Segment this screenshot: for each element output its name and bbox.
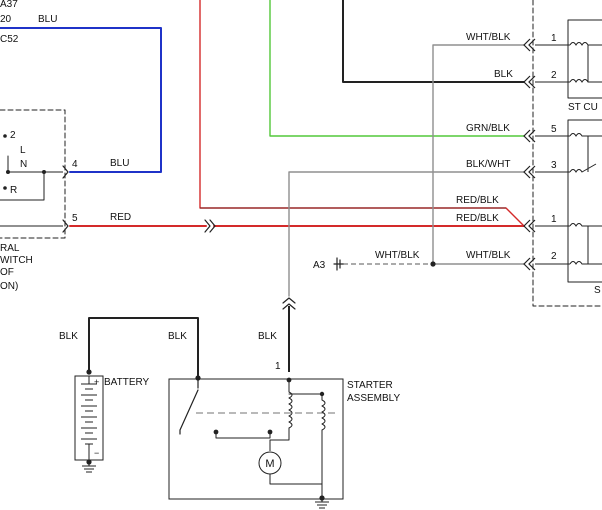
switch-contact-2 [3, 134, 7, 138]
label-switch-l: L [20, 145, 26, 156]
starter-solenoid-dot [267, 429, 273, 435]
connector-pin4 [62, 165, 69, 179]
label-pin2-r: 2 [551, 251, 557, 262]
starter-connector [282, 297, 296, 310]
hold-in-coil [288, 393, 326, 497]
label-battery: BATTERY [104, 377, 150, 388]
battery-blk-wire [88, 317, 199, 377]
connector-pin5 [62, 219, 69, 233]
label-pin2-top: 2 [551, 70, 557, 81]
grn-blk-wire [269, 0, 525, 137]
label-pin1-top: 1 [551, 33, 557, 44]
label-starter-1: STARTER [347, 380, 393, 391]
label-switch-2: 2 [10, 130, 16, 141]
blu-wire [0, 27, 162, 173]
label-grn-blk: GRN/BLK [466, 123, 510, 134]
label-blu-mid: BLU [110, 158, 129, 169]
label-pin4: 4 [72, 159, 78, 170]
blk-wire-pin2 [342, 0, 525, 83]
label-motor: M [265, 458, 274, 470]
label-20: 20 [0, 14, 12, 25]
red-wire-connector [204, 219, 216, 233]
wht-blk-splice [430, 261, 436, 267]
label-blk-battery-right: BLK [168, 331, 187, 342]
st-cut-relay-box [567, 19, 602, 99]
label-c52: C52 [0, 34, 19, 45]
relay-pin-stubs [535, 44, 570, 265]
motor-lead-bottom [269, 473, 323, 485]
label-wht-blk-1: WHT/BLK [466, 32, 511, 43]
switch-contact-r [3, 186, 7, 190]
label-red: RED [110, 212, 131, 223]
label-red-blk-1: RED/BLK [456, 195, 499, 206]
label-pin1-starter: 1 [275, 361, 281, 372]
label-pin3-r: 3 [551, 160, 557, 171]
label-starter-2: ASSEMBLY [347, 393, 400, 404]
label-a37: A37 [0, 0, 18, 10]
label-blk-wht: BLK/WHT [466, 159, 510, 170]
label-switch-r: R [10, 185, 17, 196]
neutral-switch-outline [0, 109, 66, 239]
label-wht-blk-a3: WHT/BLK [375, 250, 420, 261]
switch-internal-wire [0, 155, 45, 201]
battery-cells [81, 376, 97, 462]
label-blk-battery-left: BLK [59, 331, 78, 342]
starter-internal-wire [215, 431, 271, 439]
relay-coil-icons [569, 42, 602, 265]
blk-wht-wire [288, 171, 525, 297]
hold-coil-dot [319, 391, 325, 397]
label-witch: WITCH [0, 255, 33, 266]
label-pin5-r: 5 [551, 124, 557, 135]
battery-ground-icon [82, 462, 96, 473]
pull-in-coil [269, 379, 293, 441]
label-red-blk-2: RED/BLK [456, 213, 499, 224]
label-on: ON) [0, 281, 18, 292]
starter-terminal-50 [286, 377, 292, 383]
label-battery-minus: − [94, 448, 99, 458]
right-connectors [523, 38, 536, 271]
label-pin5: 5 [72, 213, 78, 224]
starter-relay-box [567, 119, 602, 283]
label-of: OF [0, 267, 14, 278]
label-st-cu: ST CU [568, 102, 598, 113]
label-ral: RAL [0, 243, 20, 254]
label-a3: A3 [313, 260, 326, 271]
label-blu-top: BLU [38, 14, 57, 25]
wht-blk-wire-pin1 [432, 44, 525, 265]
starter-assembly-box [168, 378, 344, 500]
label-pin1-r: 1 [551, 214, 557, 225]
label-blk-2: BLK [494, 69, 513, 80]
label-battery-plus: + [94, 377, 99, 387]
a3-ground-symbol [333, 257, 344, 271]
relay-outline-dashed [532, 0, 602, 307]
battery-positive-terminal [86, 369, 92, 375]
label-wht-blk-r: WHT/BLK [466, 250, 511, 261]
label-s-cut: S [594, 285, 601, 296]
starter-main-contact [179, 377, 199, 435]
starter-ground-icon [315, 498, 329, 509]
label-blk-starter: BLK [258, 331, 277, 342]
label-switch-n: N [20, 159, 27, 170]
